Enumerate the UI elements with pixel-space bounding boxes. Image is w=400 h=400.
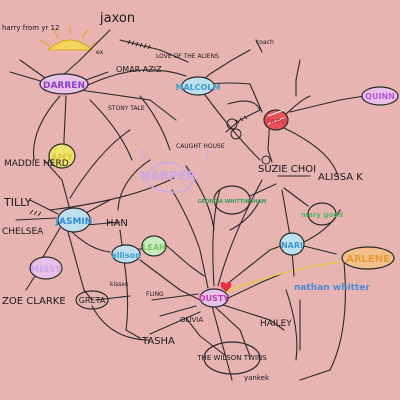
note-fling: FLING (146, 291, 164, 298)
georgia-bubble[interactable] (213, 185, 251, 215)
jasmin-label: JASMIN (55, 217, 93, 227)
harry-label: harry from yr 12 (2, 24, 59, 32)
leah-bubble[interactable] (141, 235, 167, 257)
greta-bubble[interactable] (75, 290, 109, 310)
arlene-label: ARLENE (346, 254, 390, 265)
suzie-label: SUZIE CHOI (258, 164, 316, 175)
greta-label: GRETA (79, 296, 106, 305)
harper-label: HARPER (141, 169, 196, 183)
nari-label: NARI (281, 241, 303, 250)
missy-label: MISSY (30, 265, 62, 275)
darren-label: DARREN (43, 81, 85, 91)
leah-label: LEAH (142, 243, 165, 252)
zoe-label: ZOE CLARKE (2, 296, 66, 307)
note-stoney-tale: STONY TALE (108, 105, 145, 112)
note-love-aliens: LOVE OF THE ALIENS (156, 53, 219, 60)
harper-cloud (144, 161, 194, 193)
amy-label: AMY (51, 153, 74, 163)
han-label: HAN (106, 218, 128, 229)
malcolm-bubble[interactable] (181, 76, 215, 96)
jasmin-bubble[interactable] (57, 207, 91, 233)
dusty-label: DUSTY (199, 294, 229, 303)
hailey-label: HAILEY (260, 319, 292, 329)
chelsea-label: CHELSEA (2, 227, 44, 237)
note-ex: ex (96, 49, 104, 56)
mary-label: mary good (301, 211, 343, 219)
allison-label: allison (111, 251, 141, 260)
allison-bubble[interactable] (111, 244, 141, 264)
note-kisses: kisses (110, 281, 128, 288)
georgia-label: GEORGIA WHITTINGHAM (198, 199, 267, 205)
quinn-bubble[interactable] (361, 86, 399, 106)
jaxon-label: jaxon (99, 11, 135, 26)
dusty-bubble[interactable] (199, 288, 229, 308)
omar-label: OMAR AZIZ (116, 65, 162, 74)
quinn-label: QUINN (365, 92, 395, 101)
olivia-label: OLIVIA (180, 316, 203, 324)
maddie-label: MADDIE HERD (4, 159, 69, 169)
note-yankek: yankek (244, 374, 270, 382)
darren-bubble[interactable] (39, 73, 89, 95)
tilly-label: TILLY (3, 196, 32, 209)
sun-icon (46, 39, 94, 51)
nathan-label: nathan whitter (294, 283, 370, 293)
amy-bubble[interactable] (48, 143, 76, 169)
tasha-label: TASHA (141, 336, 175, 347)
note-coach: coach (256, 39, 274, 46)
malcolm-label: MALCOLM (176, 83, 221, 92)
nari-bubble[interactable] (279, 232, 305, 256)
wilson-bubble[interactable] (203, 341, 261, 375)
arlene-bubble[interactable] (341, 246, 395, 270)
wilson-label: THE WILSON TWINS (196, 354, 267, 362)
fred-label: FRED (266, 118, 287, 126)
heart-icon (220, 281, 232, 292)
mary-bubble[interactable] (307, 202, 337, 226)
missy-bubble[interactable] (29, 256, 63, 280)
note-caught-house: CAUGHT HOUSE (176, 143, 225, 150)
alissa-label: ALISSA K (318, 172, 363, 183)
